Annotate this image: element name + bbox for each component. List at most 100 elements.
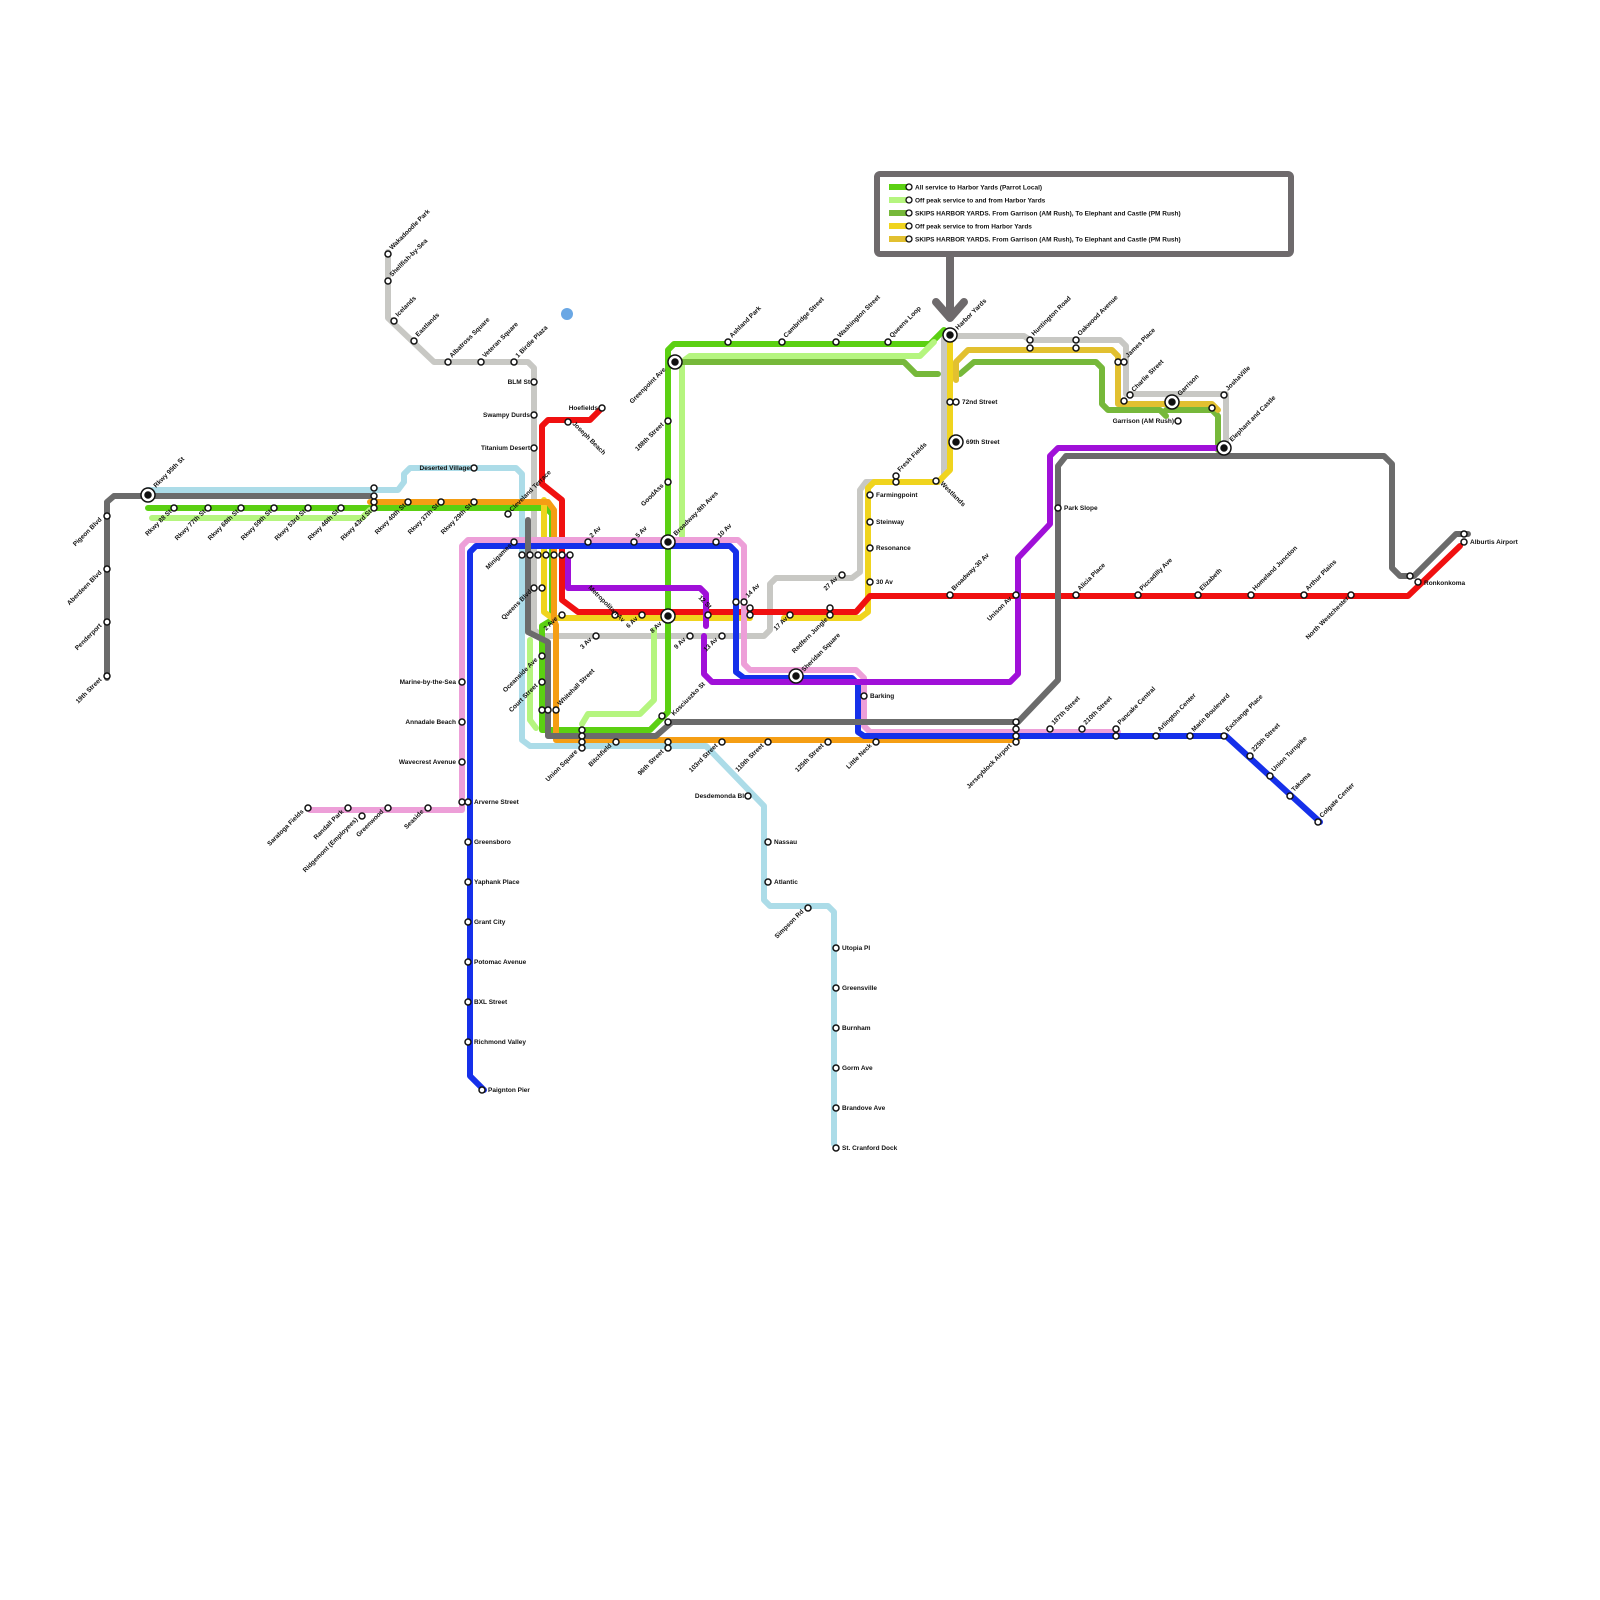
stop-mg-a[interactable] [518,551,526,559]
stop-minigames[interactable] [510,538,518,546]
stop-queens-a[interactable] [530,584,538,592]
stop-freshfields-a[interactable] [892,472,900,480]
stop-rkwy43c[interactable] [370,498,378,506]
stop-rkwy53[interactable] [304,504,312,512]
stop-mg-d[interactable] [542,551,550,559]
stop-pancake-b[interactable] [1112,732,1120,740]
stop-burnham[interactable] [832,1024,840,1032]
stop-6av[interactable] [638,611,646,619]
stop-rkwy68[interactable] [237,504,245,512]
stop-redfern-a[interactable] [826,604,834,612]
stop-metropolitan[interactable] [611,611,619,619]
stop-ronkonkoma-b[interactable] [1414,578,1422,586]
stop-yaphank[interactable] [464,878,472,886]
stop-resonance[interactable] [866,544,874,552]
stop-annadale[interactable] [458,718,466,726]
stop-oakwood-b[interactable] [1072,344,1080,352]
stop-mg-e[interactable] [550,551,558,559]
stop-210th[interactable] [1078,725,1086,733]
stop-5av[interactable] [630,538,638,546]
interchange-broadway-8th[interactable] [660,534,676,550]
stop-hoefields[interactable] [598,404,606,412]
stop-arthur[interactable] [1300,591,1308,599]
stop-alburtis-a[interactable] [1460,530,1468,538]
stop-bxl[interactable] [464,998,472,1006]
stop-huntington-b[interactable] [1026,344,1034,352]
stop-rkwy37[interactable] [437,498,445,506]
stop-125th[interactable] [824,738,832,746]
stop-12st[interactable] [704,611,712,619]
stop-greensville[interactable] [832,984,840,992]
stop-shellfish[interactable] [384,277,392,285]
stop-19th[interactable] [103,672,111,680]
stop-icelands[interactable] [390,317,398,325]
stop-simpson[interactable] [804,904,812,912]
stop-greenwood[interactable] [384,804,392,812]
stop-elizabeth[interactable] [1194,591,1202,599]
stop-3av[interactable] [592,632,600,640]
stop-court[interactable] [538,678,546,686]
stop-cambridge[interactable] [778,338,786,346]
stop-veteran[interactable] [477,358,485,366]
stop-96th-a[interactable] [664,738,672,746]
stop-arverne-a[interactable] [458,798,466,806]
stop-swampy[interactable] [530,411,538,419]
stop-richmond[interactable] [464,1038,472,1046]
interchange-sheridan[interactable] [788,668,804,684]
stop-225th[interactable] [1246,752,1254,760]
stop-rkwy46[interactable] [337,504,345,512]
stop-northwestchester[interactable] [1347,591,1355,599]
stop-unisonav[interactable] [1012,591,1020,599]
stop-homeland[interactable] [1247,591,1255,599]
stop-nassau[interactable] [764,838,772,846]
stop-2av[interactable] [584,538,592,546]
stop-rkwy59[interactable] [270,504,278,512]
stop-charlie-a[interactable] [1120,397,1128,405]
stop-union-a[interactable] [578,726,586,734]
stop-goodass[interactable] [664,478,672,486]
stop-ronkonkoma-a[interactable] [1406,572,1414,580]
stop-ashland[interactable] [724,338,732,346]
stop-jersey-b[interactable] [1012,725,1020,733]
stop-oceanside[interactable] [538,652,546,660]
stop-rkwy29[interactable] [470,498,478,506]
stop-steinway[interactable] [866,518,874,526]
stop-wakadoodle[interactable] [384,250,392,258]
stop-colgate[interactable] [1314,818,1322,826]
stop-rkwy88[interactable] [170,504,178,512]
stop-jersey-a[interactable] [1012,718,1020,726]
stop-albatross[interactable] [444,358,452,366]
stop-potomac[interactable] [464,958,472,966]
stop-2ave[interactable] [558,611,566,619]
interchange-8-av[interactable] [660,608,676,624]
stop-union-c[interactable] [578,738,586,746]
stop-kosciuszko-b[interactable] [664,718,672,726]
stop-takoma[interactable] [1286,792,1294,800]
stop-14av-a[interactable] [732,598,740,606]
stop-penderport[interactable] [103,618,111,626]
interchange-harbor-yards[interactable] [942,327,958,343]
stop-wavecrest[interactable] [458,758,466,766]
stop-mg-f[interactable] [558,551,566,559]
stop-27av[interactable] [838,571,846,579]
stop-rkwy43a[interactable] [370,484,378,492]
stop-grantcity[interactable] [464,918,472,926]
stop-seaside[interactable] [424,804,432,812]
stop-joshaville-b[interactable] [1220,391,1228,399]
interchange-69th[interactable] [948,434,964,450]
stop-exchange[interactable] [1220,732,1228,740]
stop-whitehall-c[interactable] [552,706,560,714]
stop-joshaville-a[interactable] [1208,404,1216,412]
stop-187th[interactable] [1046,725,1054,733]
stop-whitehall-b[interactable] [544,706,552,714]
stop-96th-b[interactable] [664,744,672,752]
stop-atlantic[interactable] [764,878,772,886]
stop-bitchfield[interactable] [612,738,620,746]
stop-arlington[interactable] [1152,732,1160,740]
stop-10av[interactable] [712,538,720,546]
stop-eastlands[interactable] [410,337,418,345]
stop-17av[interactable] [786,611,794,619]
stop-barking[interactable] [860,692,868,700]
stop-alicia[interactable] [1072,591,1080,599]
stop-huntington-a[interactable] [1026,336,1034,344]
